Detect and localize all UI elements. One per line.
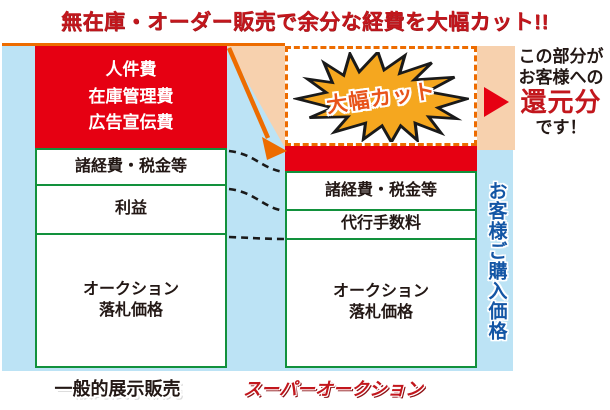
left-auction-price-box: オークション 落札価格 bbox=[35, 233, 227, 368]
left-expense-box: 諸経費・税金等 bbox=[35, 148, 227, 186]
right-fee-box: 代行手数料 bbox=[285, 209, 477, 240]
refund-note-line: お客様への bbox=[518, 67, 604, 87]
right-expense-box: 諸経費・税金等 bbox=[285, 171, 477, 211]
left-column-label: 一般的展示販売 bbox=[54, 379, 181, 399]
auction-line: 落札価格 bbox=[348, 304, 413, 321]
auction-line: オークション bbox=[332, 283, 429, 301]
auction-line: オークション bbox=[82, 280, 179, 298]
cost-line: 在庫管理費 bbox=[88, 86, 174, 106]
main-title: 無在庫・オーダー販売で余分な経費を大幅カット!! bbox=[61, 11, 549, 34]
reduced-cost-red-bar bbox=[285, 146, 477, 171]
cost-line: 人件費 bbox=[105, 60, 157, 80]
refund-note-line: この部分が bbox=[518, 47, 604, 66]
refund-note-highlight: 還元分 bbox=[520, 87, 602, 118]
left-profit-box: 利益 bbox=[35, 184, 227, 235]
purchase-price-strip: お客様ご購入価格 bbox=[477, 181, 515, 356]
purchase-price-label: お客様ご購入価格 bbox=[485, 181, 507, 341]
auction-line: 落札価格 bbox=[98, 301, 163, 319]
refund-note-line: です！ bbox=[535, 118, 587, 138]
cost-line: 広告宣伝費 bbox=[88, 113, 174, 133]
cut-burst: 大幅カット bbox=[293, 52, 469, 142]
right-auction-price-box: オークション 落札価格 bbox=[285, 238, 477, 368]
refund-arrow-icon bbox=[484, 87, 509, 117]
refund-note: この部分が お客様への 還元分 です！ bbox=[512, 47, 610, 139]
left-cost-red-box: 人件費 在庫管理費 広告宣伝費 bbox=[35, 46, 227, 148]
starburst-icon bbox=[293, 52, 469, 142]
right-column-label: スーパーオークション bbox=[243, 379, 423, 399]
top-orange-line bbox=[2, 43, 285, 46]
